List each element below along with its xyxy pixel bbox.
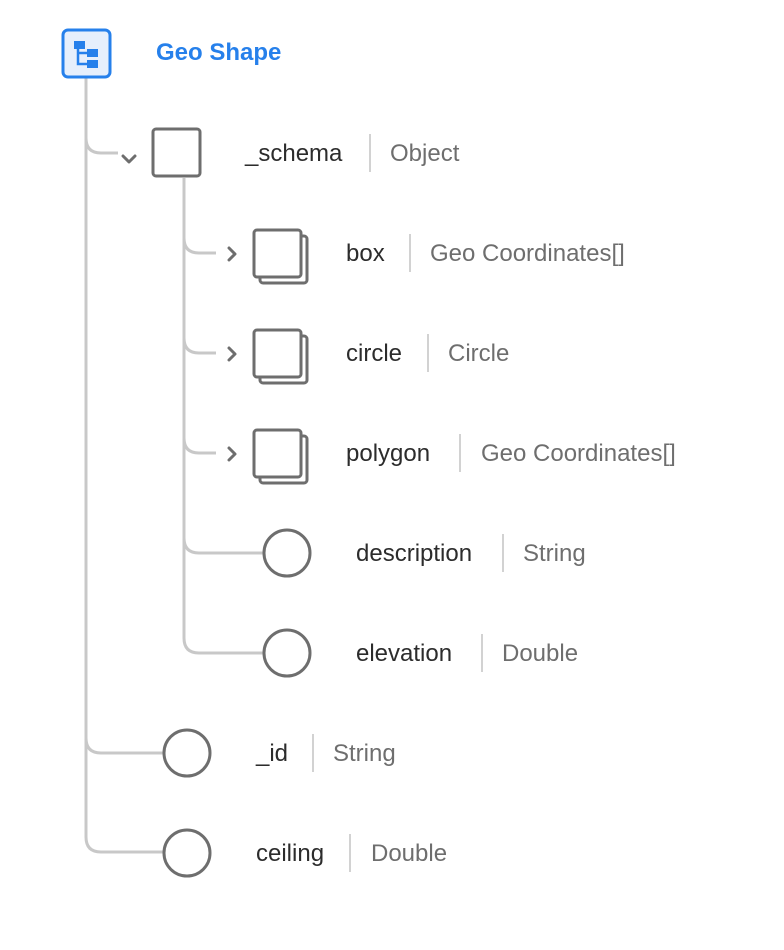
field-name-circle[interactable]: circle	[346, 340, 403, 367]
array-node-icon	[252, 428, 309, 485]
hierarchy-icon[interactable]	[61, 28, 112, 79]
connector-circle	[182, 337, 216, 355]
field-name-box[interactable]: box	[346, 240, 385, 267]
schema-trunk-line	[182, 178, 263, 655]
field-type-circle: Circle	[448, 340, 510, 367]
connector-description	[182, 537, 263, 555]
tree-connectors	[84, 78, 263, 854]
primitive-node-icon	[162, 728, 212, 778]
connector-schema	[84, 137, 118, 155]
field-type-description: String	[523, 540, 586, 567]
primitive-node-icon	[262, 528, 312, 578]
field-name-id[interactable]: _id	[256, 740, 289, 767]
primitive-node-icon	[262, 628, 312, 678]
connector-box	[182, 237, 216, 255]
field-type-polygon: Geo Coordinates[]	[481, 440, 676, 467]
array-node-icon	[252, 228, 309, 285]
chevron-down-icon[interactable]	[121, 154, 137, 164]
chevron-right-icon[interactable]	[227, 446, 237, 462]
field-name-schema[interactable]: _schema	[245, 140, 343, 167]
field-name-elevation[interactable]: elevation	[356, 640, 453, 667]
connector-polygon	[182, 437, 216, 455]
chevron-right-icon[interactable]	[227, 346, 237, 362]
object-node-icon	[151, 127, 202, 178]
field-name-description[interactable]: description	[356, 540, 473, 567]
field-type-box: Geo Coordinates[]	[430, 240, 625, 267]
field-type-ceiling: Double	[371, 840, 448, 867]
field-type-id: String	[333, 740, 396, 767]
root-trunk-line	[84, 78, 163, 854]
field-separator	[459, 434, 461, 472]
field-separator	[369, 134, 371, 172]
field-type-schema: Object	[390, 140, 460, 167]
field-name-polygon[interactable]: polygon	[346, 440, 431, 467]
field-separator	[349, 834, 351, 872]
connector-id	[84, 737, 163, 755]
field-type-elevation: Double	[502, 640, 579, 667]
primitive-node-icon	[162, 828, 212, 878]
chevron-right-icon[interactable]	[227, 246, 237, 262]
root-title: Geo Shape	[156, 39, 282, 66]
array-node-icon	[252, 328, 309, 385]
field-separator	[427, 334, 429, 372]
field-separator	[312, 734, 314, 772]
field-separator	[481, 634, 483, 672]
field-separator	[502, 534, 504, 572]
field-name-ceiling[interactable]: ceiling	[256, 840, 325, 867]
field-separator	[409, 234, 411, 272]
